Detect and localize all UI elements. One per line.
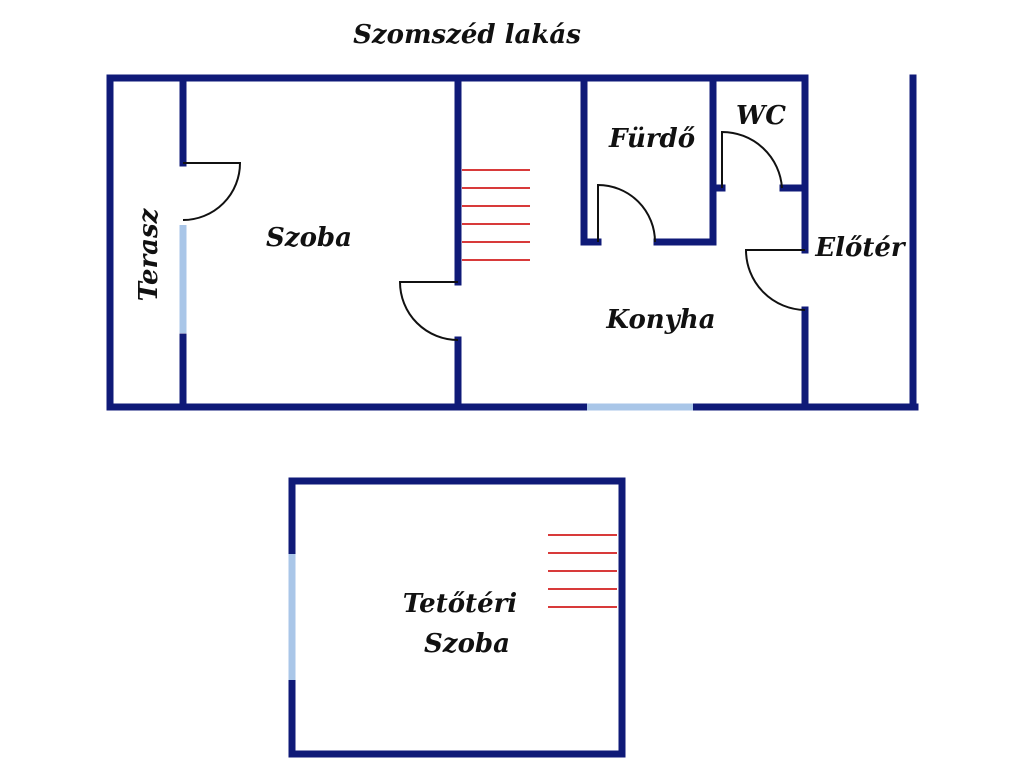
terrace-door: [182, 162, 242, 221]
room-kitchen-door: [398, 281, 459, 341]
ground-floor-walls: [106, 74, 919, 411]
neighbor-apartment-label: Szomszéd lakás: [353, 20, 581, 50]
wc-door: [721, 130, 783, 189]
attic-room-label-line1: Tetőtéri: [403, 589, 517, 619]
attic-floor-walls: [288, 477, 626, 758]
terrace-label: Terasz: [134, 207, 164, 301]
doors: [182, 130, 806, 341]
wc-label: WC: [736, 101, 786, 131]
hall-label: Előtér: [814, 233, 907, 263]
attic-room-label-line2: Szoba: [424, 629, 510, 659]
hall-door: [744, 249, 806, 311]
room-label: Szoba: [266, 223, 352, 253]
ground-floor-stairs: [462, 169, 530, 261]
attic-stairs: [548, 534, 617, 608]
kitchen-label: Konyha: [605, 305, 715, 335]
bathroom-door: [597, 183, 656, 243]
bathroom-label: Fürdő: [608, 124, 695, 154]
